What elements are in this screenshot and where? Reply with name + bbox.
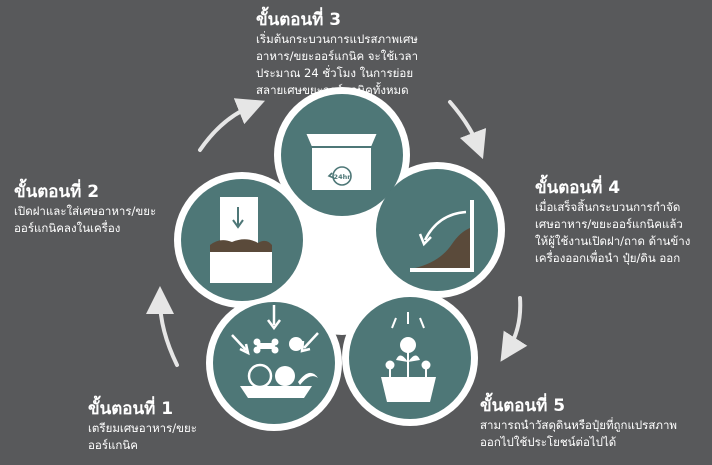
food-items — [240, 337, 318, 398]
step-1-title: ขั้นตอนที่ 1 — [88, 399, 174, 419]
step-4-description: เมื่อเสร็จสิ้นกระบวนการกำจัด เศษอาหาร/ขย… — [535, 200, 691, 265]
soil-slope-icon — [410, 200, 474, 272]
step-2-description: เปิดฝาและใส่เศษอาหาร/ขยะ ออร์แกนิคลงในเค… — [14, 204, 157, 235]
step-4-text: ขั้นตอนที่ 4 เมื่อเสร็จสิ้นกระบวนการกำจั… — [535, 177, 690, 267]
step-5-text: ขั้นตอนที่ 5 สามารถนำวัสดุดินหรือปุ๋ยที่… — [480, 395, 677, 451]
step-3-title: ขั้นตอนที่ 3 — [256, 10, 342, 30]
arrow-4-to-5 — [500, 296, 528, 362]
bin-drop-icon — [210, 197, 272, 283]
arrow-3-to-4 — [448, 100, 487, 160]
step-3-text: ขั้นตอนที่ 3 เริ่มต้นกระบวนการแปรสภาพเศษ… — [256, 9, 418, 99]
step-2-text: ขั้นตอนที่ 2 เปิดฝาและใส่เศษอาหาร/ขยะ ออ… — [14, 181, 156, 237]
step-5-title: ขั้นตอนที่ 5 — [480, 396, 566, 416]
step-1-text: ขั้นตอนที่ 1 เตรียมเศษอาหาร/ขยะ ออร์แกนิ… — [88, 398, 197, 454]
food-scraps-icon — [231, 305, 319, 356]
step-2-title: ขั้นตอนที่ 2 — [14, 182, 100, 202]
arrow-1-to-2 — [146, 286, 179, 367]
step-1-description: เตรียมเศษอาหาร/ขยะ ออร์แกนิค — [88, 421, 197, 452]
arrow-2-to-3 — [198, 98, 265, 152]
step5-circle — [349, 297, 471, 419]
step4-circle — [376, 169, 498, 291]
step-3-description: เริ่มต้นกระบวนการแปรสภาพเศษ อาหาร/ขยะออร… — [256, 32, 419, 97]
step-5-description: สามารถนำวัสดุดินหรือปุ๋ยที่ถูกแปรสภาพ ออ… — [480, 418, 677, 449]
timer-label: 24hr — [334, 173, 352, 181]
potted-plant-icon — [381, 312, 436, 402]
timer-box-icon — [303, 132, 380, 192]
step-4-title: ขั้นตอนที่ 4 — [535, 178, 621, 198]
